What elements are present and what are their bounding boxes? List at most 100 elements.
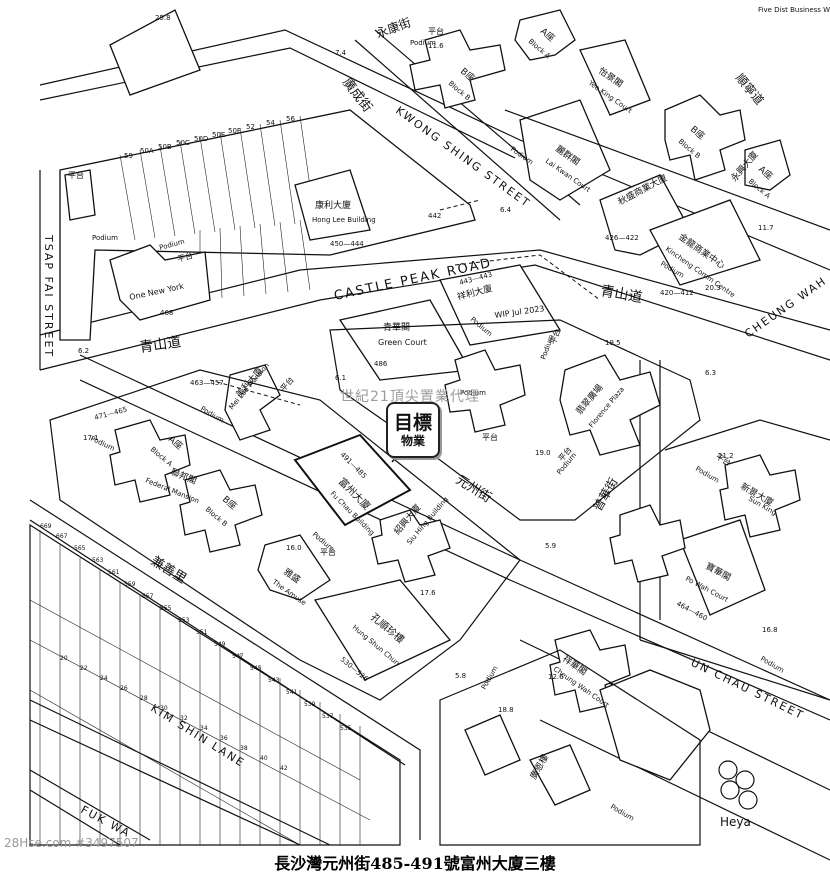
num-471-465: 471—465 (93, 405, 128, 421)
label-heya: Heya (720, 815, 751, 829)
target-property-marker[interactable]: 目標 物業 (386, 402, 440, 458)
company-watermark: 世紀21頂尖置業代理 (340, 389, 480, 405)
num-6-3: 6.3 (705, 369, 716, 377)
lot-grid-5: 559 (124, 581, 136, 588)
num-450-444: 450—444 (330, 240, 364, 248)
label-hong-lee-zh: 康利大廈 (315, 199, 351, 211)
lot-lower-3: 26 (120, 685, 128, 692)
num-18-8: 18.8 (498, 706, 514, 714)
lot-top-6: 50F (228, 127, 241, 135)
lot-top-1: 50A (140, 147, 154, 155)
street-fuk-wa: FUK WA (79, 803, 134, 840)
label-five-districts: Five Dist Business W Associa (758, 6, 830, 14)
label-green-court-en: Green Court (378, 338, 427, 347)
lot-grid-13: 543 (268, 677, 280, 684)
lot-top-0: 59 (124, 152, 133, 160)
street-wing-hong: 永康街 (374, 14, 413, 40)
lot-lower-8: 36 (220, 735, 228, 742)
lot-grid-11: 547 (232, 653, 244, 660)
num-16-8: 16.8 (762, 626, 778, 634)
label-hong-lee-en: Hong Lee Building (312, 216, 376, 224)
street-castle-peak-zh-2: 青山道 (599, 283, 643, 306)
label-podium-zh-13: 平台 (68, 170, 84, 180)
num-12-6: 12.6 (548, 673, 564, 681)
label-podium-14: Podium (460, 389, 486, 397)
num-426-422: 426—422 (605, 234, 639, 242)
block-central-north (329, 254, 701, 521)
lot-grid-6: 557 (142, 593, 154, 600)
num-7-4: 7.4 (335, 49, 347, 57)
lot-top-5: 50E (212, 131, 225, 139)
num-6-4: 6.4 (500, 206, 512, 214)
lot-grid-8: 553 (178, 617, 190, 624)
lot-lower-0: 20 (60, 655, 68, 662)
lot-grid-7: 555 (160, 605, 172, 612)
lot-grid-12: 545 (250, 665, 262, 672)
lot-grid-17: 535 (340, 725, 352, 732)
lot-grid-2: 565 (74, 545, 86, 552)
label-podium-10: Podium (609, 803, 636, 823)
map-caption: 長沙灣元州街485-491號富州大廈三樓 (274, 854, 556, 873)
lot-numbers-lower: 20 22 24 26 28 30 32 34 36 38 40 42 (60, 655, 288, 772)
num-6-2: 6.2 (78, 347, 89, 355)
num-5-8: 5.8 (455, 672, 466, 680)
num-442: 442 (428, 212, 441, 220)
street-kim-shin-zh: 兼善里 (148, 553, 190, 587)
lot-grid-14: 541 (286, 689, 298, 696)
num-20-3: 20.3 (705, 284, 721, 292)
label-podium-12: Podium (410, 39, 436, 47)
lot-top-4: 50D (194, 135, 208, 143)
street-un-chau-zh: 元州街 (453, 473, 494, 506)
lot-numbers-grid: 669 667 565 563 561 559 557 555 553 551 … (40, 523, 352, 732)
lot-lower-5: 30 (160, 705, 168, 712)
block-north-west (59, 9, 476, 341)
block-east (549, 419, 830, 781)
lot-grid-4: 561 (108, 569, 120, 576)
num-17-1: 17.1 (83, 434, 99, 442)
block-lower-mid (439, 649, 758, 846)
num-486: 486 (374, 360, 388, 368)
lot-lower-10: 40 (260, 755, 268, 762)
listing-watermark: 28Hse.com #3497507 (4, 836, 139, 850)
lot-grid-10: 549 (214, 641, 226, 648)
lot-grid-3: 563 (92, 557, 104, 564)
target-marker-title: 目標 (393, 412, 432, 434)
label-podium-9: Podium (480, 664, 500, 691)
num-464-460: 464—460 (675, 600, 709, 623)
label-podium-16: Podium (199, 405, 226, 425)
num-17-6: 17.6 (420, 589, 436, 597)
label-podium-zh-15: 平台 (320, 547, 336, 557)
lot-grid-15: 539 (304, 701, 316, 708)
num-11-7: 11.7 (758, 224, 774, 232)
lot-grid-9: 551 (196, 629, 208, 636)
street-castle-peak-zh: 青山道 (138, 334, 182, 356)
label-green-court-zh: 青華閣 (383, 321, 410, 333)
num-6-1: 6.1 (335, 374, 346, 382)
lot-grid-1: 667 (56, 533, 68, 540)
lot-lower-7: 34 (200, 725, 208, 732)
street-po-on: 普華街 (590, 475, 620, 513)
num-25-8: 25.8 (155, 14, 171, 22)
num-463-457: 463—457 (190, 379, 224, 387)
num-420-412: 420—412 (660, 289, 694, 297)
label-federal-mansion-zh: 聯邦閣 (169, 466, 199, 487)
label-podium-zh-1: 平台 (176, 250, 194, 264)
num-19-0: 19.0 (535, 449, 551, 457)
lot-top-3: 50C (176, 139, 190, 147)
num-16-0: 16.0 (286, 544, 302, 552)
street-cheung-wah: CHEUNG WAH (742, 274, 829, 340)
street-tsap-fai-en: TSAP FAI STREET (42, 234, 55, 358)
street-shun-ning: 順寧道 (733, 70, 768, 107)
lot-grid-16: 537 (322, 713, 334, 720)
lot-lower-1: 22 (80, 665, 88, 672)
num-468: 468 (160, 309, 173, 317)
lot-top-2: 50B (158, 143, 172, 151)
num-21-2: 21.2 (718, 452, 734, 460)
lot-lower-2: 24 (100, 675, 108, 682)
label-podium-zh-14: 平台 (482, 432, 498, 442)
lot-lower-6: 32 (180, 715, 188, 722)
lot-grid-0: 669 (40, 523, 52, 530)
lot-lower-11: 42 (280, 765, 288, 772)
